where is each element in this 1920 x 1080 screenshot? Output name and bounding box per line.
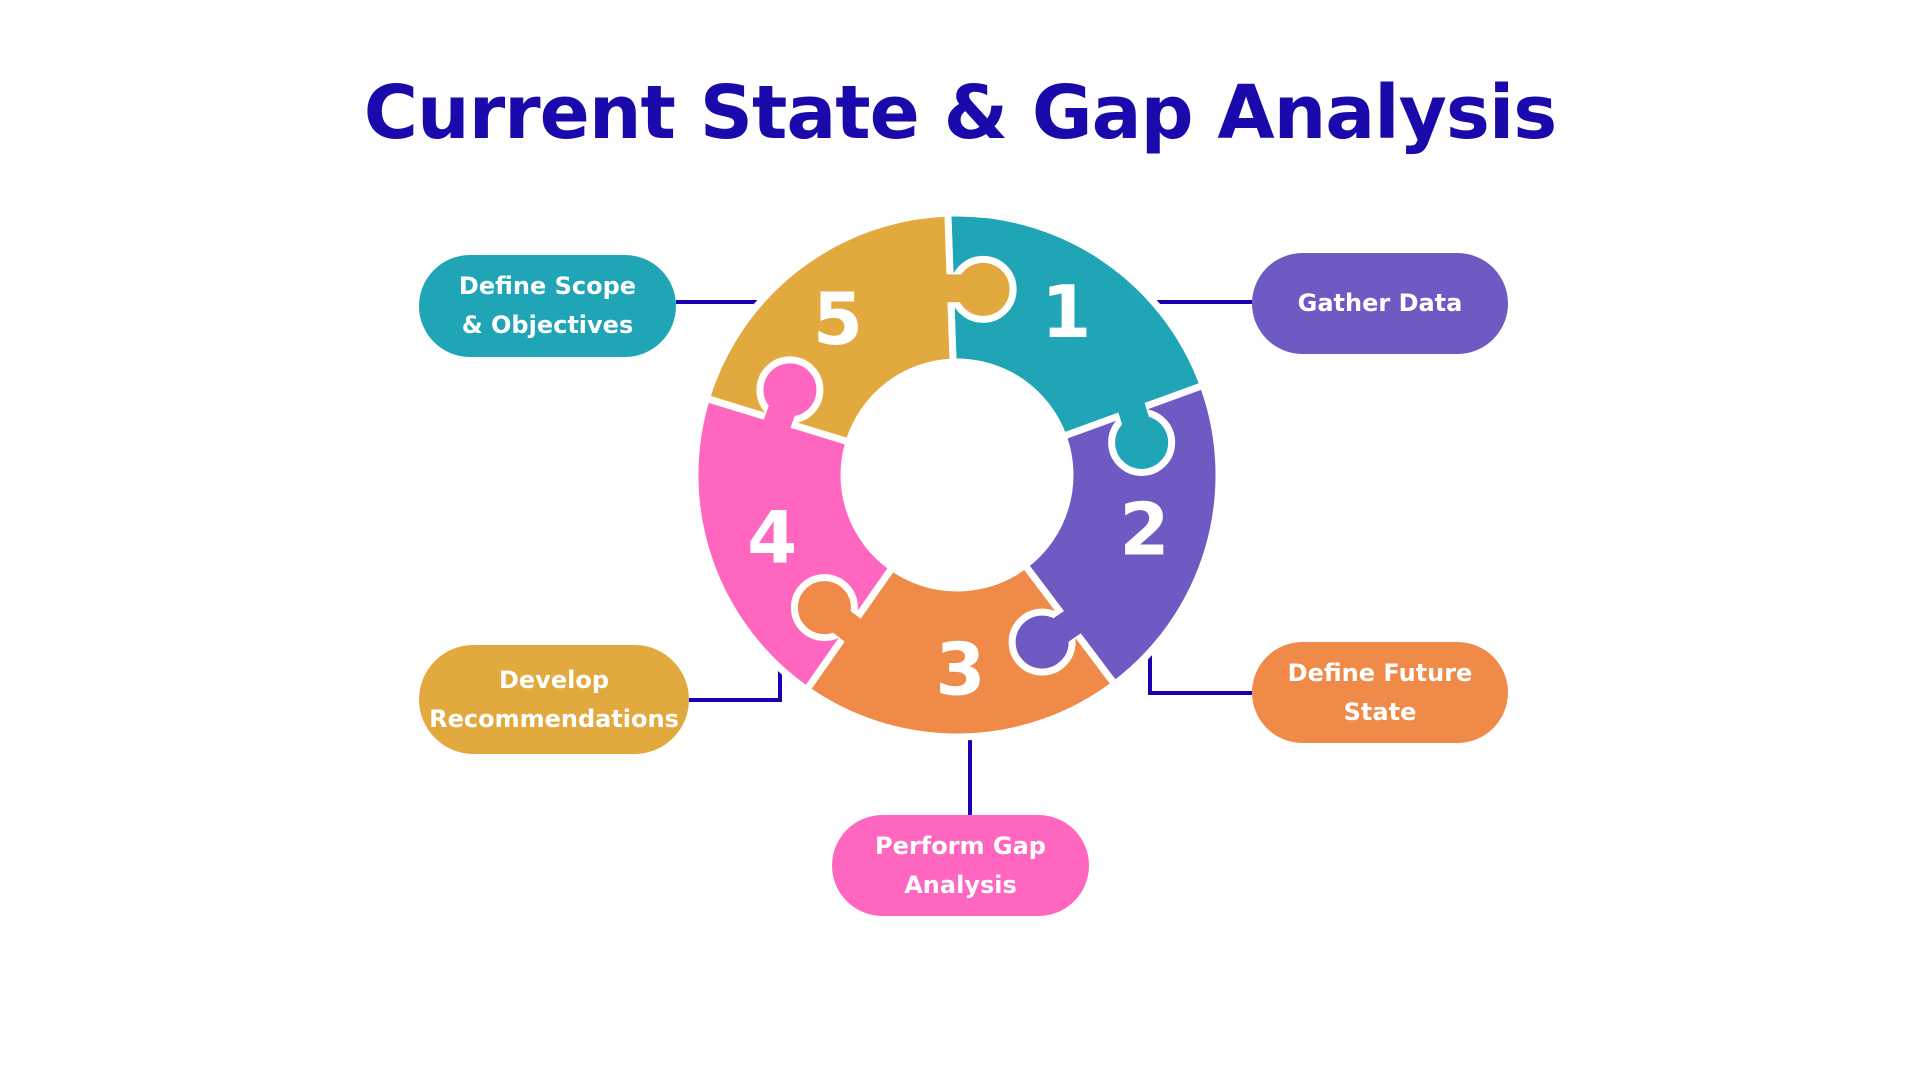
- step-5-label: Develop Recommendations: [419, 645, 689, 754]
- puzzle-knob-neck-1: [1116, 396, 1155, 439]
- connector-line-3: [1148, 650, 1252, 695]
- puzzle-knobs: [756, 255, 1176, 676]
- step-4-number: 4: [747, 496, 797, 580]
- puzzle-knob-neck-5: [939, 274, 979, 303]
- step-1-label: Define Scope & Objectives: [419, 255, 676, 357]
- step-3-label: Define Future State: [1252, 642, 1508, 743]
- step-2-label: Gather Data: [1252, 253, 1508, 354]
- puzzle-knob-neck-2: [1041, 607, 1087, 652]
- puzzle-knob-neck-3: [819, 601, 866, 646]
- diagram-title: Current State & Gap Analysis: [363, 70, 1558, 156]
- puzzle-piece-3: [803, 561, 1119, 741]
- step-1-number: 1: [1041, 270, 1091, 354]
- puzzle-segments: [691, 209, 1223, 741]
- puzzle-knob-neck-4: [761, 389, 800, 434]
- step-3-number: 3: [935, 627, 985, 711]
- puzzle-piece-1: [944, 209, 1207, 440]
- step-numbers: 1 2 3 4 5: [747, 270, 1169, 712]
- step-4-label: Perform Gap Analysis: [832, 815, 1089, 916]
- puzzle-piece-2: [1021, 381, 1223, 688]
- step-2-number: 2: [1119, 488, 1169, 572]
- step-5-number: 5: [813, 277, 863, 361]
- connector-line-5: [689, 655, 782, 702]
- connector-lines: [676, 300, 1252, 815]
